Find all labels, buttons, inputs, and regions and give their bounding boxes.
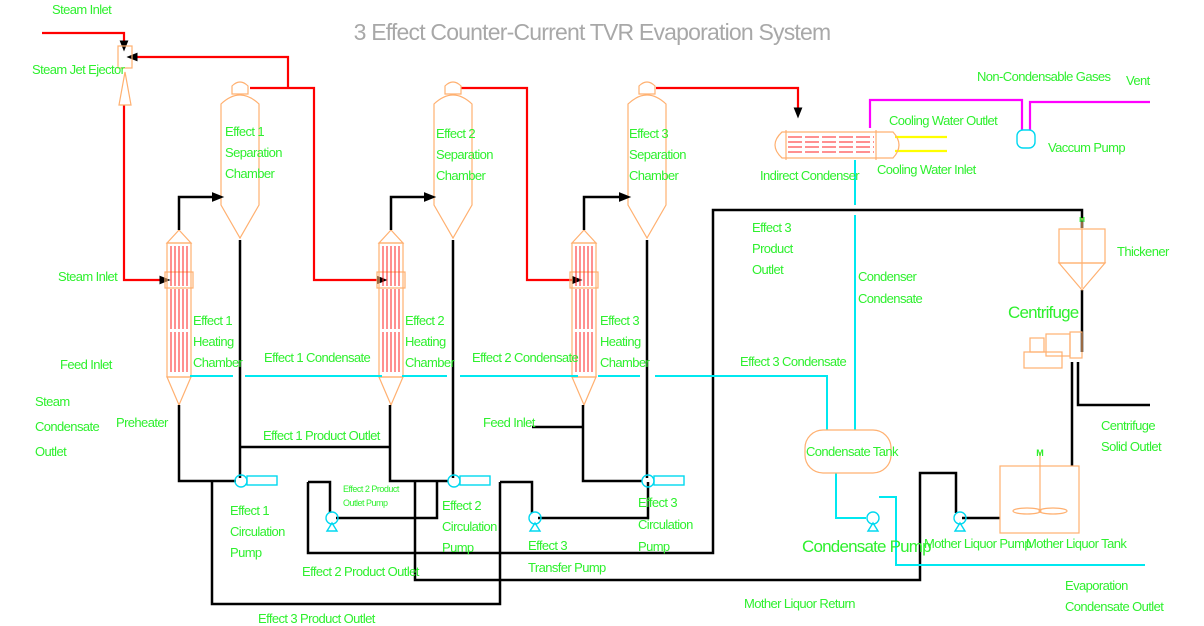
effect1-circ-pump-label: Pump [230,545,262,560]
effect1-sep-label: Separation [225,145,282,160]
feed-inlet-mid-label: Feed Inlet [483,415,536,430]
diagram-title: 3 Effect Counter-Current TVR Evaporation… [354,19,831,45]
cooling-water-lines [895,135,947,153]
effect1-condensate-label: Effect 1 Condensate [264,350,371,365]
effect-3-vessels [569,81,667,407]
effect2-circulation-pump-icon [447,474,491,488]
effect2-sep-label: Chamber [436,168,487,183]
condenser-condensate-label: Condenser [858,269,917,284]
effect3-transfer-pump-label: Transfer Pump [528,560,606,575]
thickener-label: Thickener [1117,244,1170,259]
mother-liquor-pump-icon [953,511,967,532]
vacuum-pump-label: Vaccum Pump [1048,140,1125,155]
effect3-circ-pump-label: Pump [638,539,670,554]
condenser-condensate-label: Condensate [858,291,922,306]
effect2-product-outlet-pump-label: Outlet Pump [343,498,388,508]
effect1-circulation-pump-icon [234,474,278,488]
effect3-circ-pump-label: Circulation [638,517,693,532]
effect2-condensate-label: Effect 2 Condensate [472,350,579,365]
agitator-motor-label: M [1036,448,1044,458]
centrifuge-label: Centrifuge [1008,303,1079,322]
indirect-condenser [774,130,900,160]
effect2-product-outlet-pump-icon [325,511,339,532]
effect-2-vessels [376,81,473,407]
condensate-tank-label: Condensate Tank [806,444,899,459]
effect1-circ-pump-label: Circulation [230,524,285,539]
feed-inlet-left-label: Feed Inlet [60,357,113,372]
effect3-circ-pump-label: Effect 3 [638,495,677,510]
effect2-product-outlet-label: Effect 2 Product Outlet [302,564,420,579]
condensate-pump-icon [866,511,880,532]
effect3-heat-label: Heating [600,334,641,349]
effect3-product-outlet-right-label: Product [752,241,794,256]
mother-liquor-pump-label: Mother Liquor Pump [924,536,1031,551]
mother-liquor-tank: M [999,448,1080,534]
effect3-condensate-label: Effect 3 Condensate [740,354,847,369]
thickener: M [1057,217,1107,291]
centrifuge-solid-outlet-label: Solid Outlet [1101,439,1162,454]
steam-inlet-side-label: Steam Inlet [58,269,118,284]
indirect-condenser-label: Indirect Condenser [760,168,860,183]
effect3-sep-label: Effect 3 [629,126,668,141]
centrifuge [1023,331,1083,369]
steam-condensate-outlet-label: Condensate [35,419,99,434]
pumps [234,474,967,532]
effect1-sep-label: Effect 1 [225,124,264,139]
effect3-transfer-pump-label: Effect 3 [528,538,567,553]
effect3-circulation-pump-icon [641,474,685,488]
cooling-water-outlet-label: Cooling Water Outlet [889,113,998,128]
effect2-sep-label: Separation [436,147,493,162]
effect3-product-outlet-right-label: Effect 3 [752,220,791,235]
non-condensable-gases-label: Non-Condensable Gases [977,69,1111,84]
mother-liquor-return-label: Mother Liquor Return [744,596,855,611]
effect3-sep-label: Separation [629,147,686,162]
condensate-lines [190,160,1145,566]
effect1-heat-label: Heating [193,334,234,349]
steam-lines [42,31,803,285]
effect1-heat-label: Effect 1 [193,313,232,328]
vent-label: Vent [1126,73,1151,88]
effect3-sep-label: Chamber [629,168,680,183]
thickener-motor-label: M [1079,217,1085,224]
effect3-product-outlet-right-label: Outlet [752,262,784,277]
mother-liquor-tank-label: Mother Liquor Tank [1026,536,1127,551]
effect1-sep-label: Chamber [225,166,276,181]
effect2-sep-label: Effect 2 [436,126,475,141]
effect3-transfer-pump-icon [528,511,542,532]
effect3-heat-label: Effect 3 [600,313,639,328]
cooling-water-inlet-label: Cooling Water Inlet [877,162,977,177]
effect1-product-outlet-label: Effect 1 Product Outlet [263,428,381,443]
condensate-pump-label: Condensate Pump [802,537,931,556]
effect3-heat-label: Chamber [600,355,651,370]
steam-condensate-outlet-label: Outlet [35,444,67,459]
evaporation-condensate-outlet-label: Condensate Outlet [1065,599,1164,614]
centrifuge-solid-outlet-label: Centrifuge [1101,418,1155,433]
effect-1-vessels [164,81,260,407]
effect2-product-outlet-pump-label: Effect 2 Product [343,484,400,494]
evaporator-effects [164,81,667,407]
effect2-heat-label: Chamber [405,355,456,370]
effect2-circ-pump-label: Circulation [442,519,497,534]
liquid-lines [177,192,1150,606]
effect1-heat-label: Chamber [193,355,244,370]
steam-jet-ejector [117,45,133,106]
vacuum-pump-icon [1016,129,1036,149]
steam-inlet-top-label: Steam Inlet [52,2,112,17]
effect3-product-outlet-label: Effect 3 Product Outlet [258,611,376,626]
effect2-circ-pump-label: Pump [442,540,474,555]
condensate-tank [804,429,892,474]
effect1-circ-pump-label: Effect 1 [230,503,269,518]
effect2-circ-pump-label: Effect 2 [442,498,481,513]
effect2-heat-label: Effect 2 [405,313,444,328]
preheater-label: Preheater [116,415,169,430]
steam-condensate-outlet-label: Steam [35,394,70,409]
effect2-heat-label: Heating [405,334,446,349]
vent-gas-lines [868,98,1150,130]
steam-jet-ejector-label: Steam Jet Ejector [32,62,126,77]
evaporation-condensate-outlet-label: Evaporation [1065,578,1128,593]
